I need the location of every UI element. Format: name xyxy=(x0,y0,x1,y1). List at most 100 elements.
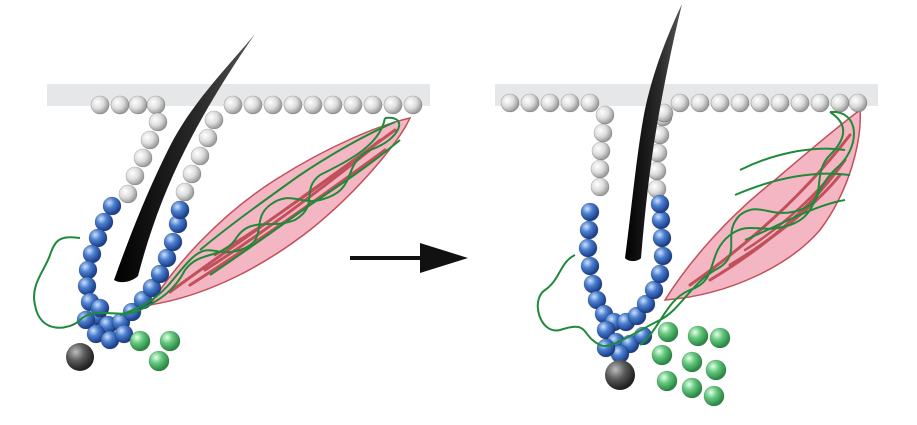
epidermal-cell xyxy=(593,123,613,143)
stem-cell xyxy=(76,310,96,330)
stem-cell xyxy=(644,280,664,300)
epidermal-cell xyxy=(148,112,168,132)
stem-cell xyxy=(150,264,170,284)
epidermal-cell xyxy=(283,95,303,115)
stem-cell xyxy=(651,210,671,230)
epidermal-cell xyxy=(580,93,600,113)
progenitor-cell xyxy=(709,327,731,349)
stem-cell xyxy=(650,264,670,284)
stem-cell xyxy=(580,256,600,276)
epidermal-cell xyxy=(560,93,580,113)
green-progenitor-cells xyxy=(651,321,731,407)
dermal-papilla xyxy=(66,343,94,371)
epidermal-cell xyxy=(730,93,750,113)
stem-cell xyxy=(94,212,114,232)
epidermal-cell xyxy=(595,105,615,125)
stem-cell xyxy=(652,228,672,248)
stem-cell xyxy=(78,260,98,280)
hair-tip-mark: ,, xyxy=(632,255,636,264)
progenitor-cell xyxy=(705,359,727,381)
stem-cell xyxy=(596,338,616,358)
stem-cell xyxy=(636,294,656,314)
epidermal-cell xyxy=(770,93,790,113)
progenitor-cell xyxy=(651,344,673,366)
stem-cell xyxy=(102,196,122,216)
progenitor-cell xyxy=(681,377,703,399)
stem-cell xyxy=(653,246,673,266)
progenitor-cell xyxy=(129,330,151,352)
progenitor-cell xyxy=(703,385,725,407)
epidermal-cell xyxy=(591,141,611,161)
nerve-loop xyxy=(734,147,851,241)
epidermal-cell xyxy=(810,93,830,113)
epidermal-cells xyxy=(500,93,868,199)
sensory-nerve-fiber xyxy=(33,116,401,329)
stem-cell xyxy=(142,278,162,298)
progenitor-cell xyxy=(656,370,678,392)
epidermal-cell xyxy=(303,95,323,115)
transition-arrow xyxy=(350,243,468,273)
panel-after: ,, xyxy=(495,4,878,407)
epidermal-cell xyxy=(204,110,224,130)
bulge-stem-cells xyxy=(578,194,673,364)
epidermal-cell xyxy=(125,166,145,186)
green-progenitor-cells xyxy=(129,330,181,372)
epidermal-cell xyxy=(182,164,202,184)
epidermal-cell xyxy=(198,128,218,148)
stem-cell xyxy=(583,274,603,294)
epidermal-cell xyxy=(363,95,383,115)
stem-cell xyxy=(82,244,102,264)
stem-cell xyxy=(579,220,599,240)
panel-before xyxy=(33,34,430,372)
epidermal-cell xyxy=(848,93,868,113)
progenitor-cell xyxy=(657,321,679,343)
epidermal-cell xyxy=(590,177,610,197)
epidermal-cell xyxy=(590,159,610,179)
stem-cell xyxy=(88,228,108,248)
epidermal-cell xyxy=(146,95,166,115)
epidermal-cells xyxy=(90,95,423,220)
epidermal-cell xyxy=(190,146,210,166)
epidermal-cell xyxy=(520,93,540,113)
epidermal-cell xyxy=(790,93,810,113)
stem-cell xyxy=(170,200,190,220)
epidermal-cell xyxy=(110,95,130,115)
stem-cell xyxy=(77,276,97,296)
progenitor-cell xyxy=(681,351,703,373)
epidermal-cell xyxy=(343,95,363,115)
epidermal-cell xyxy=(118,184,138,204)
epidermal-cell xyxy=(403,95,423,115)
hair-shaft xyxy=(625,4,682,261)
progenitor-cell xyxy=(159,330,181,352)
epidermal-cell xyxy=(750,93,770,113)
stem-cell xyxy=(157,248,177,268)
epidermal-cell xyxy=(263,95,283,115)
epidermal-cell xyxy=(383,95,403,115)
epidermal-cell xyxy=(323,95,343,115)
stem-cell xyxy=(578,238,598,258)
epidermal-cell xyxy=(90,95,110,115)
dermal-papilla xyxy=(605,360,635,390)
epidermal-cell xyxy=(175,182,195,202)
bulge-stem-cells xyxy=(76,196,190,350)
stem-cell xyxy=(650,194,670,214)
progenitor-cell xyxy=(148,350,170,372)
epidermal-cell xyxy=(140,130,160,150)
epidermal-cell xyxy=(133,148,153,168)
epidermal-cell xyxy=(243,95,263,115)
epidermal-cell xyxy=(223,95,243,115)
hair-shaft xyxy=(114,34,255,283)
epidermal-cell xyxy=(540,93,560,113)
stem-cell xyxy=(163,232,183,252)
epidermal-cell xyxy=(128,95,148,115)
arrector-pili-muscle xyxy=(663,108,861,301)
epidermal-cell xyxy=(830,93,850,113)
epidermal-cell xyxy=(500,93,520,113)
epidermal-cell xyxy=(670,93,690,113)
nerve-loop xyxy=(199,121,401,276)
sensory-nerve-fiber xyxy=(536,110,855,347)
epidermal-cell xyxy=(690,93,710,113)
progenitor-cell xyxy=(687,325,709,347)
